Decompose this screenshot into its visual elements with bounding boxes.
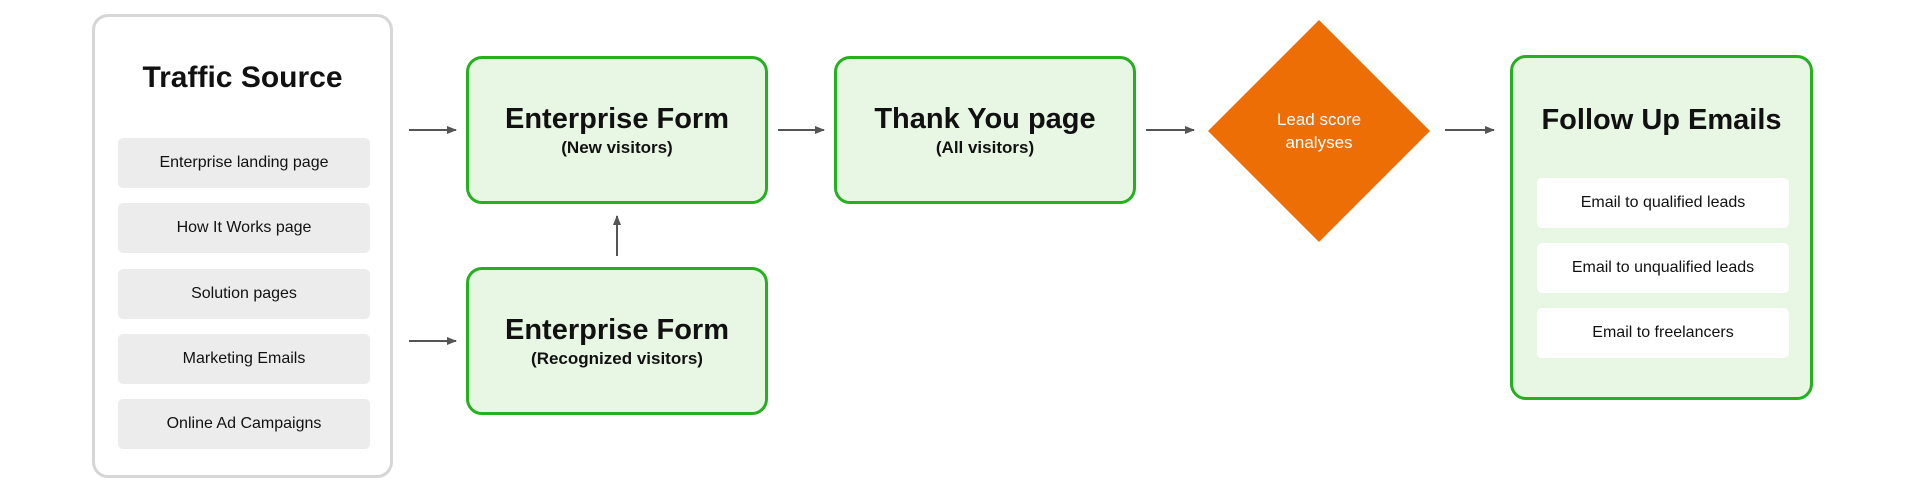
enterprise-form-new-title: Enterprise Form [505, 103, 729, 135]
follow-up-item-freelancers: Email to freelancers [1537, 308, 1789, 358]
follow-up-emails-panel: Follow Up Emails Email to qualified lead… [1510, 55, 1813, 400]
follow-up-item-qualified: Email to qualified leads [1537, 178, 1789, 228]
decision-diamond-shape [1208, 20, 1430, 242]
enterprise-form-recognized-subtitle: (Recognized visitors) [531, 349, 703, 368]
enterprise-form-new-node: Enterprise Form (New visitors) [466, 56, 768, 204]
enterprise-form-new-subtitle: (New visitors) [561, 138, 673, 157]
source-item-solution-pages: Solution pages [118, 269, 370, 319]
decision-label: Lead score analyses [1208, 108, 1430, 154]
decision-label-line1: Lead score [1276, 110, 1362, 129]
source-item-enterprise-landing: Enterprise landing page [118, 138, 370, 188]
source-item-marketing-emails: Marketing Emails [118, 334, 370, 384]
thank-you-title: Thank You page [874, 103, 1096, 135]
enterprise-form-recognized-node: Enterprise Form (Recognized visitors) [466, 267, 768, 415]
thank-you-node: Thank You page (All visitors) [834, 56, 1136, 204]
thank-you-subtitle: (All visitors) [935, 138, 1035, 157]
follow-up-item-unqualified: Email to unqualified leads [1537, 243, 1789, 293]
lead-score-decision: Lead score analyses [1208, 20, 1430, 242]
decision-label-line2: analyses [1285, 133, 1353, 152]
traffic-source-panel: Traffic Source Enterprise landing page H… [92, 14, 393, 478]
traffic-source-title: Traffic Source [142, 61, 343, 94]
follow-up-title: Follow Up Emails [1541, 104, 1782, 136]
source-item-online-ads: Online Ad Campaigns [118, 399, 370, 449]
enterprise-form-recognized-title: Enterprise Form [505, 314, 729, 346]
source-item-how-it-works: How It Works page [118, 203, 370, 253]
